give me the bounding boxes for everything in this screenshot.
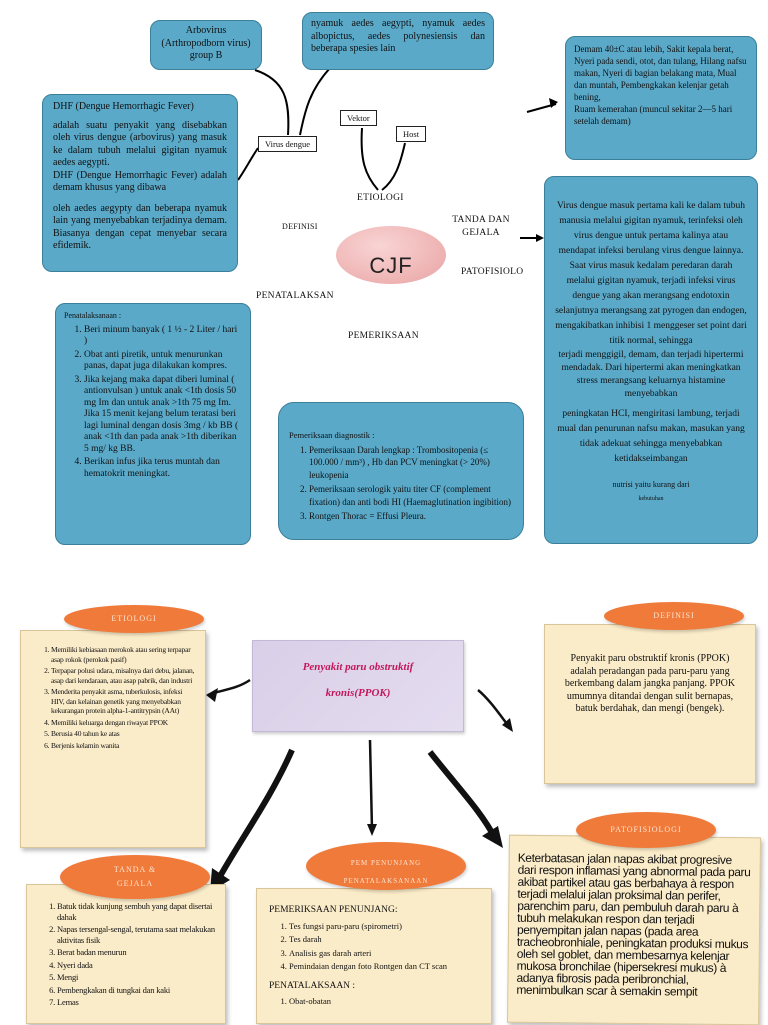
penatalaksanaan-bottom-list: Obat-obatan (269, 996, 479, 1008)
patofisiologi-label: PATOFISIOLO (461, 267, 524, 277)
pemeriksaan-box: Pemeriksaan diagnostik : Pemeriksaan Dar… (278, 402, 524, 540)
dhf-def-1: DHF (Dengue Hemorrhagic Fever) (53, 101, 194, 112)
penatalaksanaan-item-3: Jika kejang maka dapat diberi luminal ( … (84, 375, 242, 456)
etiologi-item-5: Berusia 40 tahun ke atas (51, 729, 197, 739)
penatalaksanaan-bottom-title: PENATALAKSAAN : (269, 980, 356, 991)
arbovirus-line-3: group B (189, 50, 223, 61)
tanda-item-2: Napas tersengal-sengal, terutama saat me… (57, 924, 217, 945)
etiologi-label: ETIOLOGI (357, 193, 404, 203)
ppok-title-2: kronis(PPOK) (325, 687, 391, 699)
definisi-oval: DEFINISI (604, 602, 744, 630)
nyamuk-text: nyamuk aedes aegypti, nyamuk aedes albop… (311, 18, 485, 54)
arrow-penunjang (368, 739, 374, 831)
etiologi-item-1: Memiliki kebiasaan merokok atau sering t… (51, 645, 197, 664)
pemeriksaan-oval: PEM PENUNJANG PENATALAKSANAAN (306, 842, 466, 890)
penatalaksanaan-bottom-item-1: Obat-obatan (289, 996, 479, 1008)
dhf-def-3: DHF (Dengue Hemorrhagic Fever) adalah de… (53, 169, 227, 194)
pemeriksaan-item-2: Pemeriksaan serologik yaitu titer CF (co… (309, 483, 513, 508)
connector-host (381, 142, 406, 191)
pato-text-5: kebutuhan (638, 496, 664, 502)
virus-dengue-tag: Virus dengue (258, 136, 318, 152)
cjf-center-oval: CJF (336, 226, 446, 284)
connector-vektor (360, 127, 379, 191)
tanda-item-7: Lemas (57, 997, 217, 1008)
etiologi-list: Memiliki kebiasaan merokok atau sering t… (31, 645, 197, 750)
pemeriksaan-label: PEMERIKSAAN (348, 331, 419, 341)
penatalaksanaan-item-1: Beri minum banyak ( 1 ½ - 2 Liter / hari… (84, 325, 242, 348)
pato-text-2: terjadi menggigil, demam, dan terjadi hi… (558, 350, 744, 399)
patofisiologi-box: Virus dengue masuk pertama kali ke dalam… (544, 176, 758, 544)
dhf-definisi-box: DHF (Dengue Hemorrhagic Fever) adalah su… (42, 94, 238, 272)
arbovirus-box: Arbovirus (Arthropodborn virus) group B (150, 20, 262, 70)
dhf-def-2: adalah suatu penyakit yang disebabkan ol… (53, 119, 227, 169)
host-tag: Host (396, 126, 427, 142)
tanda-oval-2: GEJALA (116, 879, 154, 888)
definisi-note: Penyakit paru obstruktif kronis (PPOK) a… (544, 624, 756, 784)
connector-nyamuk (299, 67, 331, 136)
penatalaksanaan-item-4: Berikan infus jika terus muntah dan hema… (84, 457, 242, 480)
etiologi-note: Memiliki kebiasaan merokok atau sering t… (20, 630, 206, 848)
etiologi-item-6: Berjenis kelamin wanita (51, 741, 197, 751)
tanda-item-5: Mengi (57, 972, 217, 983)
tanda-item-4: Nyeri dada (57, 960, 217, 971)
pemeriksaan-list: Pemeriksaan Darah lengkap : Trombositope… (289, 444, 513, 523)
etiologi-item-4: Memiliki keluarga dengan riwayat PPOK (51, 718, 197, 728)
pato-text-4: nutrisi yaitu kurang dari (612, 480, 690, 489)
penatalaksanaan-item-2: Obat anti piretik, untuk menurunkan pana… (84, 350, 242, 373)
tanda-item-6: Pembengkakan di tungkai dan kaki (57, 985, 217, 996)
definisi-label: DEFINISI (282, 222, 318, 231)
connector-virus-dhf (237, 147, 259, 181)
tanda-oval: TANDA & GEJALA (60, 855, 210, 899)
patofisiologi-oval: PATOFISIOLOGI (576, 812, 716, 848)
pemeriksaan-title: Pemeriksaan diagnostik : (289, 430, 375, 440)
etiologi-item-2: Terpapar polusi udara, misalnya dari deb… (51, 666, 197, 685)
patofisiologi-bottom-text: Keterbatasan jalan napas akibat progresi… (516, 850, 751, 999)
etiologi-oval: ETIOLOGI (64, 605, 204, 633)
gejala-text-2: Ruam kemerahan (muncul sekitar 2—5 hari … (574, 104, 733, 126)
arrow-patofisiologi-bottom (427, 750, 498, 840)
penatalaksanaan-label: PENATALAKSAN (256, 291, 334, 301)
penunjang-item-1: Tes fungsi paru-paru (spirometri) (289, 921, 479, 933)
arbovirus-line-2: (Arthropodborn virus) (161, 37, 251, 49)
tanda-oval-1: TANDA & (113, 865, 157, 874)
penunjang-note: PEMERIKSAAN PENUNJANG: Tes fungsi paru-p… (256, 888, 492, 1024)
pemeriksaan-oval-1: PEM PENUNJANG (350, 859, 422, 867)
penunjang-item-2: Tes darah (289, 934, 479, 946)
ppok-center-box: Penyakit paru obstruktif kronis(PPOK) (252, 640, 464, 732)
pato-text-3: peningkatan HCI, mengiritasi lambung, te… (557, 409, 745, 464)
cjf-center-text: CJF (369, 253, 413, 278)
penunjang-title: PEMERIKSAAN PENUNJANG: (269, 905, 398, 915)
gejala-box: Demam 40±C atau lebih, Sakit kepala bera… (565, 36, 757, 160)
vektor-tag: Vektor (340, 110, 377, 126)
gejala-text-1: Demam 40±C atau lebih, Sakit kepala bera… (574, 44, 747, 102)
connector-arbovirus (254, 69, 290, 136)
pemeriksaan-oval-2: PENATALAKSANAAN (343, 877, 429, 885)
pemeriksaan-item-1: Pemeriksaan Darah lengkap : Trombositope… (309, 444, 513, 482)
tanda-item-3: Berat badan menurun (57, 947, 217, 958)
penatalaksanaan-title: Penatalaksanaan : (64, 311, 122, 320)
penatalaksanaan-box: Penatalaksanaan : Beri minum banyak ( 1 … (55, 303, 251, 545)
definisi-text: Penyakit paru obstruktif kronis (PPOK) a… (564, 653, 736, 714)
dhf-def-4: oleh aedes aegypty dan beberapa nyamuk l… (53, 202, 227, 252)
tanda-list: Batuk tidak kunjung sembuh yang dapat di… (37, 901, 217, 1008)
tanda-note: Batuk tidak kunjung sembuh yang dapat di… (26, 884, 226, 1024)
penatalaksanaan-list: Beri minum banyak ( 1 ½ - 2 Liter / hari… (64, 325, 242, 481)
penunjang-item-4: Pemindaian dengan foto Rontgen dan CT sc… (289, 961, 479, 973)
arbovirus-line-1: Arbovirus (185, 25, 227, 36)
ppok-title-1: Penyakit paru obstruktif (302, 661, 414, 673)
patofisiologi-note: Keterbatasan jalan napas akibat progresi… (507, 834, 761, 1025)
tanda-gejala-label: TANDA DAN GEJALA (452, 215, 510, 238)
penunjang-item-3: Analisis gas darah arteri (289, 948, 479, 960)
nyamuk-box: nyamuk aedes aegypti, nyamuk aedes albop… (302, 12, 494, 70)
pemeriksaan-item-3: Rontgen Thorac = Effusi Pleura. (309, 510, 513, 523)
penunjang-list: Tes fungsi paru-paru (spirometri) Tes da… (269, 921, 479, 973)
pato-text-1: Virus dengue masuk pertama kali ke dalam… (555, 201, 747, 346)
etiologi-item-3: Menderita penyakit asma, tuberkulosis, i… (51, 687, 197, 716)
arrow-tanda (215, 748, 295, 882)
tanda-item-1: Batuk tidak kunjung sembuh yang dapat di… (57, 901, 217, 922)
